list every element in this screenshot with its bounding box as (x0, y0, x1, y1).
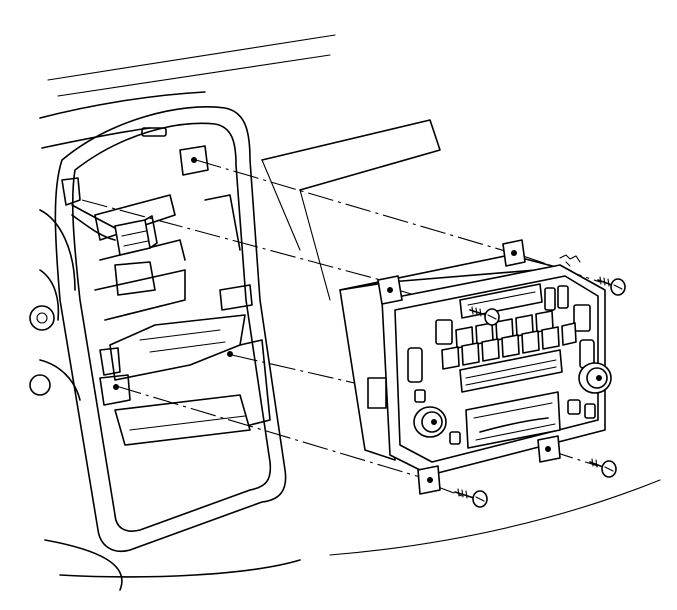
cassette-slot (459, 349, 563, 393)
tune-knob (578, 362, 612, 394)
mounting-screws (454, 276, 626, 508)
preset-buttons (441, 310, 577, 370)
screw-icon (454, 488, 488, 508)
screw-icon (589, 458, 617, 478)
radio-bezel-opening (54, 106, 287, 552)
clip-marks (559, 254, 581, 267)
screw-icon (469, 306, 500, 326)
instrument-panel (29, 34, 661, 591)
screw-icon (597, 276, 626, 296)
wiring-harness-connector (71, 204, 158, 256)
volume-knob (413, 406, 447, 438)
radio-receiver (339, 239, 612, 495)
cd-slot (465, 391, 561, 449)
